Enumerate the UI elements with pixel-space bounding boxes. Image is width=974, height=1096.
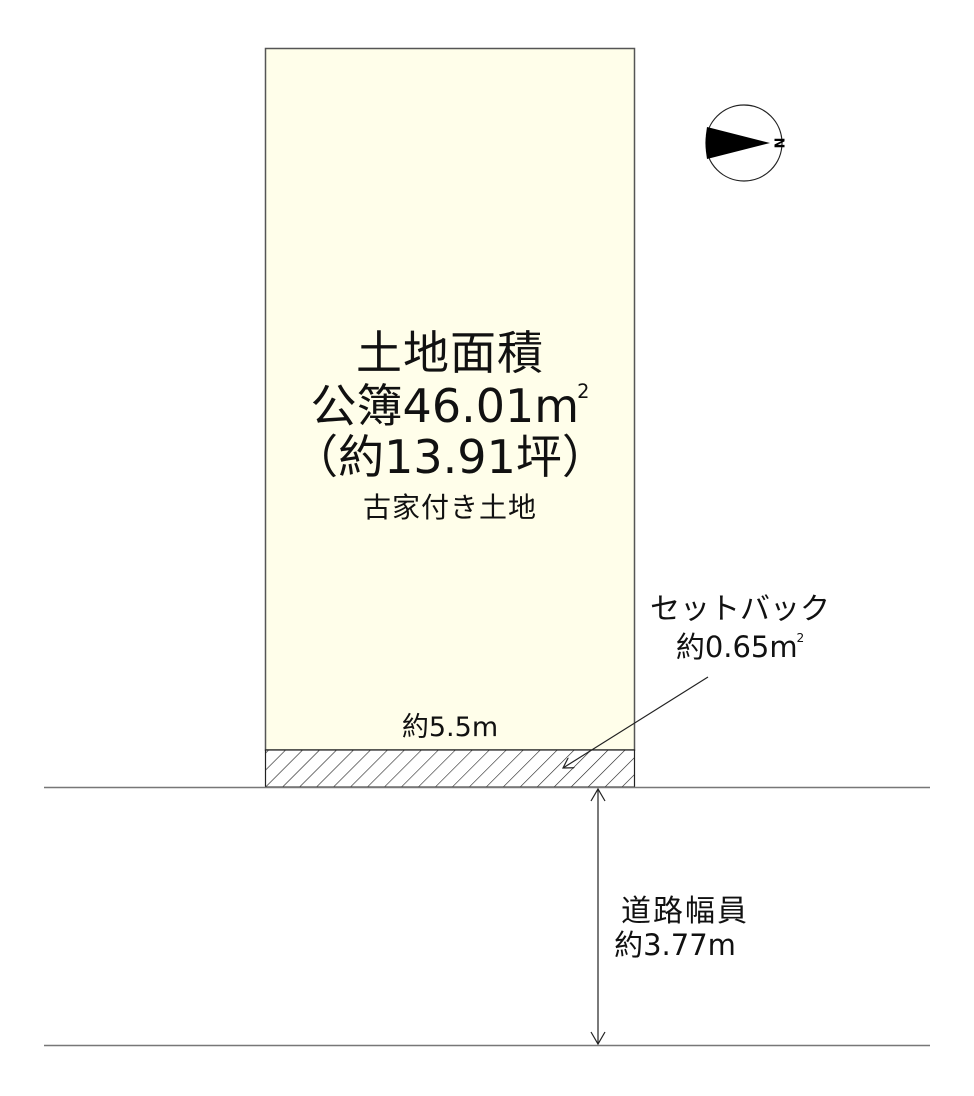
- registered-area-value: 46.01: [402, 379, 535, 434]
- tsubo-area: （約13.91坪）: [292, 430, 608, 484]
- registered-area: 公簿46.01m2: [265, 382, 635, 429]
- lot-note: 古家付き土地: [362, 491, 537, 524]
- svg-text:N: N: [771, 138, 786, 149]
- registered-area-sup: 2: [577, 380, 590, 403]
- setback-area-unit: m: [769, 630, 798, 665]
- setback-label: セットバック: [650, 592, 830, 627]
- land-area-title: 土地面積: [356, 326, 544, 380]
- north-compass-icon: N: [705, 104, 786, 182]
- registered-area-prefix: 公簿: [310, 379, 403, 434]
- road-width-dimension-arrow: [590, 787, 606, 1046]
- lot-parcel: [264, 47, 636, 751]
- setback-leader-arrow: [563, 676, 709, 768]
- frontage-width-label: 約5.5m: [401, 712, 499, 743]
- setback-area-value: 約0.65: [675, 630, 770, 665]
- road-width-value: 約3.77m: [614, 928, 736, 962]
- setback-area-hatch: [264, 749, 636, 788]
- registered-area-unit: m: [534, 379, 580, 434]
- road-width-label: 道路幅員: [621, 894, 749, 929]
- setback-area: 約0.65m2: [640, 632, 840, 662]
- setback-area-sup: 2: [796, 631, 805, 645]
